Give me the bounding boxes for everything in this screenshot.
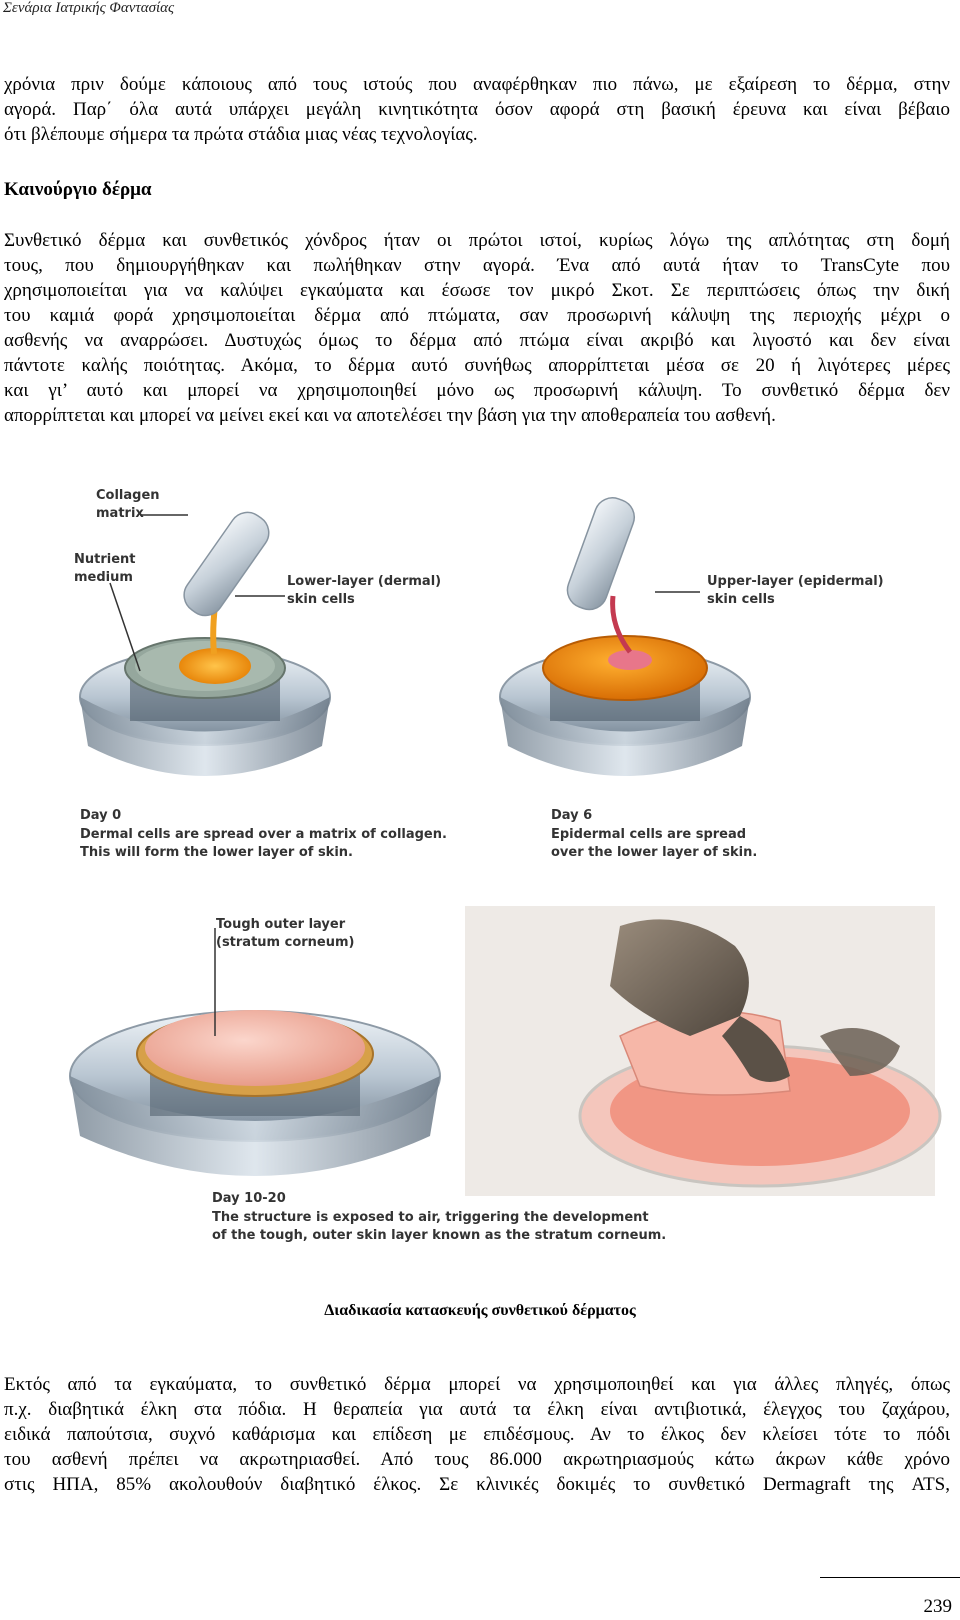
running-head: Σενάρια Ιατρικής Φαντασίας: [3, 0, 175, 16]
lower-layer-label: Lower-layer (dermal) skin cells: [287, 574, 442, 607]
day6-description: Epidermal cells are spread over the lowe…: [551, 827, 758, 860]
text-line: απορρίπτεται και μπορεί να μείνει εκεί κ…: [4, 405, 776, 426]
text-line: Εκτός από τα εγκαύματα, το συνθετικό δέρ…: [4, 1374, 950, 1395]
text-line: χρησιμοποιείται για να καλύψει εγκαύματα…: [4, 280, 950, 301]
text-line: ειδικά παπούτσια, συχνό καθάρισμα και επ…: [4, 1424, 950, 1445]
intro-paragraph: χρόνια πριν δούμε κάποιους από τους ιστο…: [4, 72, 950, 147]
text-line: και γι’ αυτό και μπορεί να χρησιμοποιηθε…: [4, 380, 950, 401]
text-line: Συνθετικό δέρμα και συνθετικός χόνδρος ή…: [4, 230, 950, 251]
dish-day10: [69, 1010, 441, 1176]
closing-paragraph: Εκτός από τα εγκαύματα, το συνθετικό δέρ…: [4, 1372, 950, 1497]
outer-layer-label: Tough outer layer (stratum corneum): [216, 917, 355, 950]
upper-layer-label: Upper-layer (epidermal) skin cells: [707, 574, 884, 607]
footer-rule: [820, 1577, 960, 1578]
text-line: στις ΗΠΑ, 85% ακολουθούν διαβητικό έλκος…: [4, 1474, 950, 1495]
text-line: ότι βλέπουμε σήμερα τα πρώτα στάδια μιας…: [4, 124, 478, 145]
leader-lines: [109, 514, 700, 1036]
figure-caption: Διαδικασία κατασκευής συνθετικού δέρματο…: [324, 1302, 636, 1319]
page-number: 239: [923, 1596, 953, 1617]
day10-title: Day 10-20: [212, 1191, 286, 1206]
dish-day0: [79, 511, 331, 776]
text-line: χρόνια πριν δούμε κάποιους από τους ιστο…: [4, 74, 950, 95]
body-paragraph: Συνθετικό δέρμα και συνθετικός χόνδρος ή…: [4, 228, 950, 428]
day6-title: Day 6: [551, 808, 593, 823]
text-line: αγορά. Παρ΄ όλα αυτά υπάρχει μεγάλη κινη…: [4, 99, 950, 120]
dish-day6: [499, 497, 751, 776]
text-line: π.χ. διαβητικά έλκη στα πόδια. Η θεραπεί…: [4, 1399, 950, 1420]
text-line: του καμιά φορά χρησιμοποιείται δέρμα από…: [4, 305, 950, 326]
day0-description: Dermal cells are spread over a matrix of…: [80, 827, 447, 860]
text-line: τους, που δημιουργήθηκαν και πωλήθηκαν σ…: [4, 255, 950, 276]
figure-illustration: [69, 497, 942, 1196]
nutrient-medium-label: Nutrient medium: [74, 552, 136, 585]
day10-description: The structure is exposed to air, trigger…: [212, 1210, 667, 1243]
collagen-matrix-label: Collagen matrix: [96, 488, 160, 521]
text-line: ασθενής να αναρρώσει. Δυστυχώς όμως το δ…: [4, 330, 950, 351]
synthetic-skin-figure: Collagen matrix Nutrient medium Lower-la…: [0, 476, 960, 1260]
day0-title: Day 0: [80, 808, 122, 823]
text-line: πάντοτε καλής ποιότητας. Ακόμα, το δέρμα…: [4, 355, 950, 376]
section-heading: Καινούργιο δέρμα: [4, 179, 152, 200]
skin-photo: [465, 906, 942, 1196]
text-line: του ασθενή πρέπει να ακρωτηριασθεί. Από …: [4, 1449, 950, 1470]
